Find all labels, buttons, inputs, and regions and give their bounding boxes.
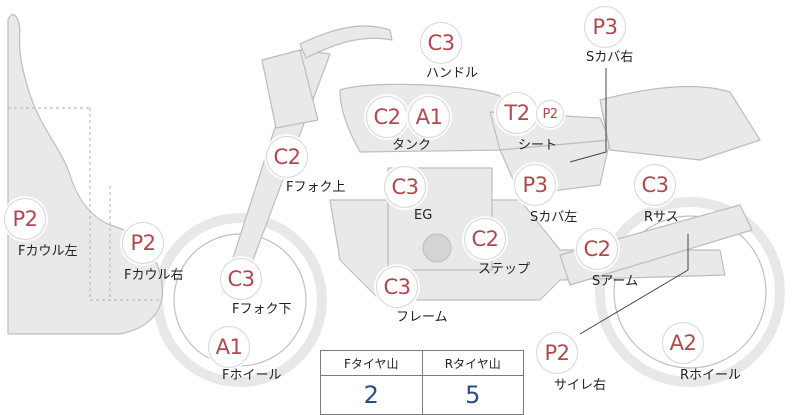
badge-r-suspension: C3 [634, 164, 676, 206]
side-cover-right-leader [579, 234, 689, 335]
badge-tank-c2: C2 [366, 96, 408, 138]
tire-tread-table: Fタイヤ山 Rタイヤ山 2 5 [320, 350, 524, 415]
badge-s-cover-left: P3 [514, 164, 556, 206]
label-f-fork-upper: Fフォク上 [286, 180, 346, 195]
headlight-bracket [261, 49, 319, 129]
badge-f-cowl-left: P2 [4, 198, 46, 240]
badge-side-cover-right: P2 [536, 332, 578, 374]
label-r-wheel: Rホイール [680, 368, 742, 383]
rear-wheel-tire [595, 197, 785, 387]
label-side-cover-right: サイレ右 [554, 378, 607, 393]
badge-engine: C3 [384, 166, 426, 208]
badge-f-cowl-right: P2 [122, 222, 164, 264]
rear-wheel-rim [613, 215, 767, 369]
value-rear-tire: 5 [421, 375, 524, 415]
badge-swing-arm: C2 [576, 228, 618, 270]
engine-hub [422, 233, 452, 263]
value-front-tire: 2 [320, 375, 423, 415]
label-tank: タンク [392, 138, 432, 153]
label-s-cover-right: Sカバ右 [586, 50, 634, 65]
label-swing-arm: Sアーム [592, 274, 639, 289]
header-rear-tire: Rタイヤ山 [421, 350, 524, 376]
badge-handle: C3 [420, 22, 462, 64]
badge-step: C2 [464, 218, 506, 260]
label-f-cowl-left: Fカウル左 [18, 244, 78, 259]
label-frame: フレーム [396, 310, 448, 325]
badge-seat-t2: T2 [496, 92, 538, 134]
badge-f-fork-lower: C3 [220, 258, 262, 300]
badge-tank-a1: A1 [408, 96, 450, 138]
tire-table-value-row: 2 5 [320, 375, 524, 415]
rear-fender [599, 85, 761, 161]
label-handle: ハンドル [426, 66, 479, 81]
s-cover-right-leader [569, 68, 607, 163]
badge-f-fork-upper: C2 [266, 136, 308, 178]
label-engine: EG [414, 208, 433, 223]
front-cowl [7, 13, 163, 335]
label-f-fork-lower: Fフォク下 [232, 302, 292, 317]
badge-s-cover-right: P3 [584, 6, 626, 48]
cowl-right-area-dashes [89, 108, 160, 301]
handlebar [299, 25, 393, 59]
label-f-cowl-right: Fカウル右 [124, 268, 184, 283]
label-f-wheel: Fホイール [222, 368, 282, 383]
badge-frame: C3 [376, 266, 418, 308]
label-seat: シート [518, 138, 558, 153]
tire-table-header-row: Fタイヤ山 Rタイヤ山 [320, 350, 524, 376]
label-s-cover-left: Sカバ左 [530, 210, 578, 225]
badge-f-wheel: A1 [208, 326, 250, 368]
front-wheel-rim [173, 233, 307, 367]
label-r-suspension: Rサス [644, 210, 679, 225]
badge-seat-p2: P2 [536, 100, 564, 128]
badge-r-wheel: A2 [662, 322, 704, 364]
header-front-tire: Fタイヤ山 [320, 350, 423, 376]
label-step: ステップ [478, 262, 531, 277]
